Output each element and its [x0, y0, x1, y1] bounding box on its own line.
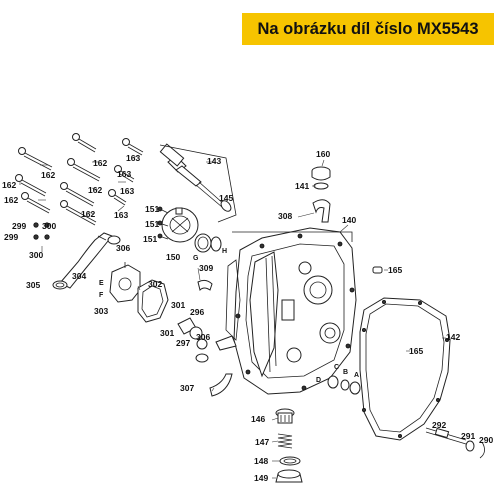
label-301-b: 301 [160, 328, 174, 338]
bolt-163-d [108, 189, 127, 206]
fittings-296-297 [189, 326, 209, 363]
label-d: D [316, 377, 321, 384]
oring-141 [313, 182, 329, 190]
label-143: 143 [207, 156, 221, 166]
circlip-290 [479, 441, 485, 459]
label-309: 309 [199, 263, 213, 273]
label-b: B [343, 369, 348, 376]
kick-shaft-292 [425, 427, 467, 445]
label-146: 146 [251, 414, 265, 424]
label-c: C [334, 364, 339, 371]
gasket-302 [137, 279, 169, 323]
oil-filter-146 [275, 408, 295, 424]
oring-145 [220, 200, 232, 212]
label-303: 303 [94, 306, 108, 316]
bolt-163-c [114, 165, 135, 183]
label-300-a: 300 [42, 221, 56, 231]
label-e: E [99, 280, 104, 287]
label-163-d: 163 [114, 210, 128, 220]
label-149: 149 [254, 473, 268, 483]
label-a: A [354, 372, 359, 379]
oring-148 [279, 456, 301, 466]
gasket-142 [359, 297, 451, 441]
spring-147 [277, 433, 293, 449]
label-305: 305 [26, 280, 40, 290]
hose-clamp-305 [52, 280, 68, 290]
label-151-c: 151 [143, 234, 157, 244]
label-140: 140 [342, 215, 356, 225]
oring-g [194, 233, 212, 253]
filler-cap-160 [311, 166, 331, 181]
label-301-a: 301 [171, 300, 185, 310]
washer-291 [465, 440, 475, 452]
label-299-b: 299 [4, 232, 18, 242]
label-162-a: 162 [41, 170, 55, 180]
label-h: H [222, 248, 227, 255]
label-304: 304 [72, 271, 86, 281]
label-306-a: 306 [116, 243, 130, 253]
oring-h [210, 236, 222, 252]
label-162-b: 162 [93, 158, 107, 168]
bolt-group [15, 133, 144, 226]
label-145: 145 [219, 193, 233, 203]
dipstick-143 [159, 143, 237, 223]
label-307: 307 [180, 383, 194, 393]
label-162-f: 162 [81, 209, 95, 219]
part-number-banner: Na obrázku díl číslo MX5543 [242, 13, 494, 45]
label-290: 290 [479, 435, 493, 445]
label-299-a: 299 [12, 221, 26, 231]
label-f: F [99, 292, 104, 299]
label-306-b: 306 [196, 332, 210, 342]
bolt-162-b [67, 158, 101, 182]
fittings-abcd [327, 375, 361, 395]
label-162-d: 162 [88, 185, 102, 195]
label-165-a: 165 [388, 265, 402, 275]
label-291: 291 [461, 431, 475, 441]
label-141: 141 [295, 181, 309, 191]
bolt-162-f [60, 200, 97, 226]
bolt-162-d [60, 182, 95, 207]
label-297: 297 [176, 338, 190, 348]
label-142: 142 [446, 332, 460, 342]
label-150: 150 [166, 252, 180, 262]
pipe-307 [209, 335, 237, 397]
label-163-a: 163 [126, 153, 140, 163]
impeller-150 [161, 207, 199, 243]
bolts-151 [157, 206, 169, 240]
label-163-c: 163 [120, 186, 134, 196]
bolt-162-a [18, 147, 53, 171]
crankcase-140 [225, 227, 357, 395]
label-165-b: 165 [409, 346, 423, 356]
bolt-163-b [122, 138, 144, 156]
leader-lines [19, 155, 446, 479]
callout-labels: 160 141 143 145 140 308 165 165 142 162 … [2, 149, 493, 483]
label-151-a: 151 [145, 204, 159, 214]
clip-309 [197, 279, 213, 291]
drain-plug-149 [275, 469, 303, 483]
label-162-e: 162 [4, 195, 18, 205]
bolt-162-e [21, 192, 51, 214]
label-292: 292 [432, 420, 446, 430]
label-296: 296 [190, 307, 204, 317]
dowel-165-a [372, 266, 383, 274]
label-151-b: 151 [145, 219, 159, 229]
label-300-b: 300 [29, 250, 43, 260]
screws-299-300 [33, 222, 50, 252]
label-147: 147 [255, 437, 269, 447]
label-g: G [193, 255, 199, 262]
bolt-163-a [72, 133, 97, 153]
label-302: 302 [148, 279, 162, 289]
label-160: 160 [316, 149, 330, 159]
bolt-162-c [15, 174, 47, 197]
label-162-c: 162 [2, 180, 16, 190]
bracket-308 [312, 199, 331, 223]
label-163-b: 163 [117, 169, 131, 179]
hose-clamp-306-a [107, 235, 121, 245]
pump-cover-303 [109, 262, 141, 303]
label-308: 308 [278, 211, 292, 221]
label-148: 148 [254, 456, 268, 466]
